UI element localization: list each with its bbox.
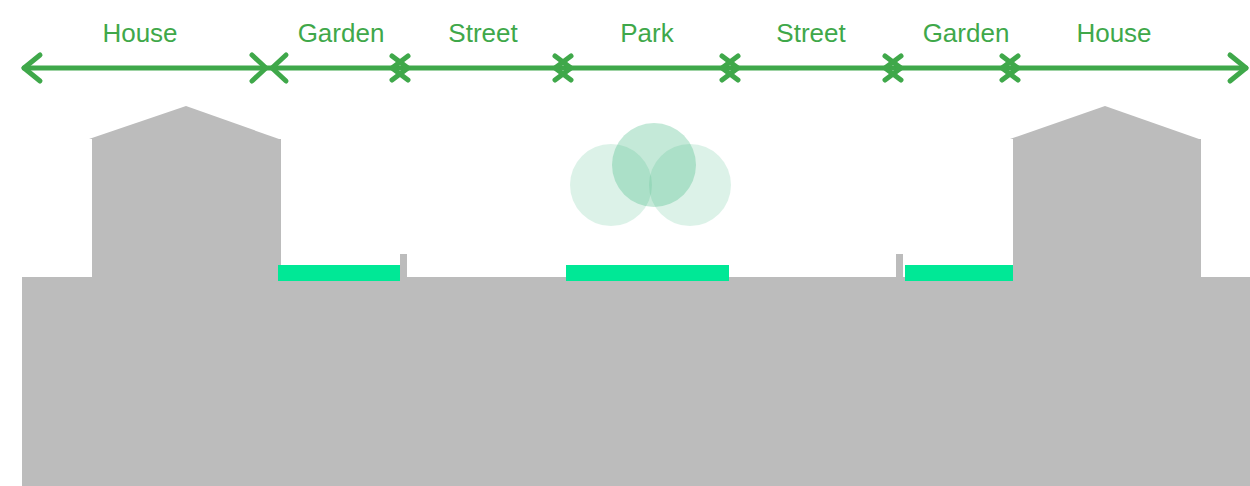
house-body [1013,139,1201,277]
arrow-head [1002,56,1018,80]
arrow-head [392,56,408,80]
ground [22,277,1250,486]
arrow-head [272,55,286,81]
dimension-axis [24,66,1246,71]
arrow-head [392,56,408,80]
dimension-line [24,55,1246,81]
arrow-head [24,55,40,81]
park-lawn [566,265,729,281]
arrow-head [1002,56,1018,80]
arrow-head [885,56,901,80]
dimension-label: Park [620,18,673,49]
arrow-head [252,55,266,81]
arrow-head [722,56,738,80]
fence-post [400,254,407,277]
house-roof [1010,106,1199,139]
arrow-head [885,56,901,80]
arrow-head [555,56,571,80]
garden-lawn [278,265,400,281]
dimension-label: House [102,18,177,49]
fence-post [896,254,903,277]
arrow-head [555,56,571,80]
dimension-label: House [1076,18,1151,49]
dimension-label: Street [776,18,845,49]
tree-crown [612,123,696,207]
house-roof [89,106,279,139]
arrow-head [1230,55,1246,81]
dimension-label: Street [448,18,517,49]
dimension-label: Garden [923,18,1010,49]
dimension-label: Garden [298,18,385,49]
arrow-head [722,56,738,80]
house-body [92,139,281,277]
garden-lawn [905,265,1013,281]
